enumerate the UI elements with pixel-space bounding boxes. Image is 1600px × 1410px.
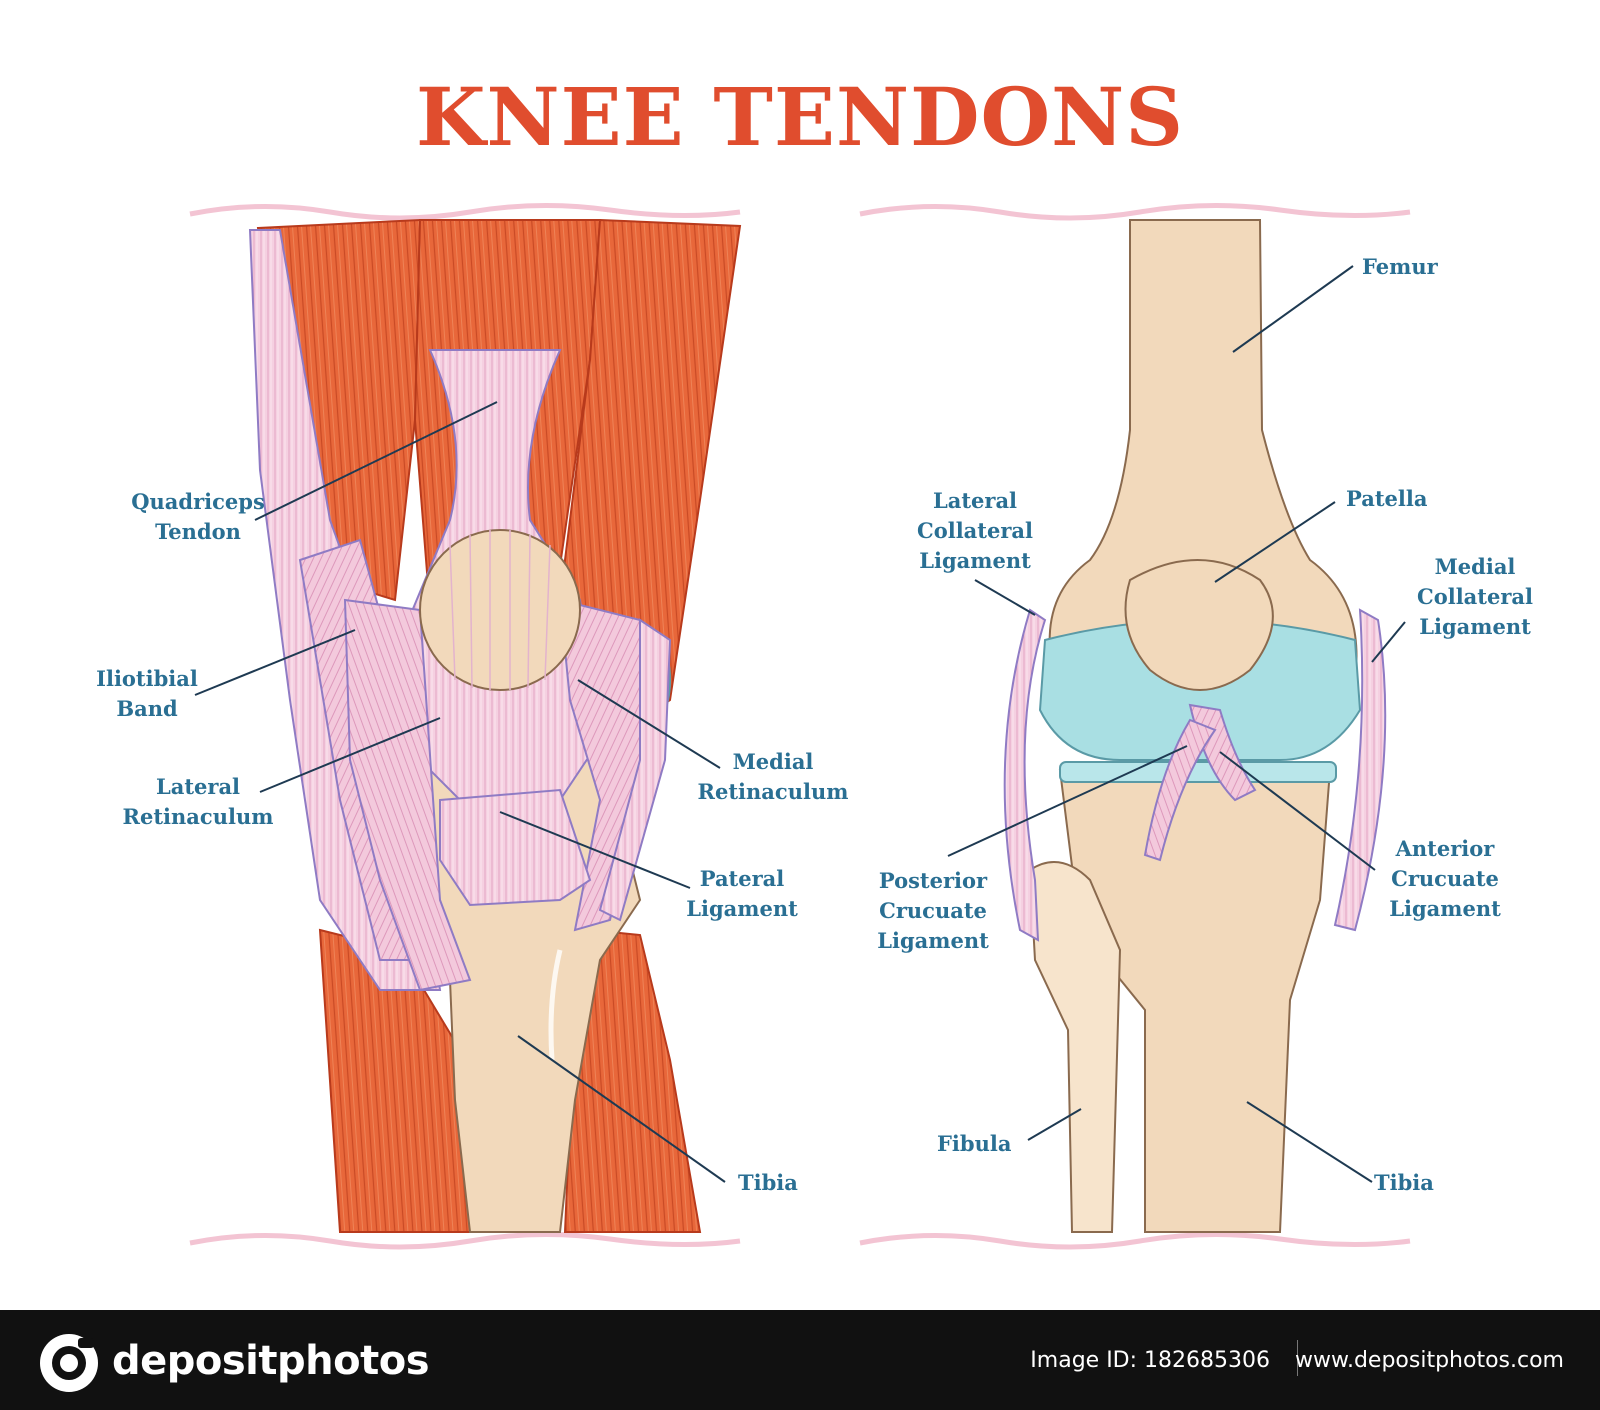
label-lateral-retinaculum: Lateral Retinaculum	[122, 774, 274, 829]
label-tibia-right: Tibia	[1374, 1170, 1434, 1195]
label-femur: Femur	[1362, 254, 1438, 279]
label-anterior-crucuate-ligament: Anterior Crucuate Ligament	[1389, 836, 1501, 921]
label-iliotibial-band: Iliotibial Band	[96, 666, 198, 721]
right-knee-bones	[1028, 219, 1358, 1233]
label-patella: Patella	[1346, 486, 1428, 511]
medial-collateral-ligament	[1333, 608, 1387, 932]
bottom-skin-line-right	[859, 1231, 1411, 1250]
left-patella	[419, 529, 581, 691]
label-tibia-left: Tibia	[738, 1170, 798, 1195]
label-medial-collateral-ligament: Medial Collateral Ligament	[1417, 554, 1533, 639]
label-posterior-crucuate-ligament: Posterior Crucuate Ligament	[877, 868, 989, 953]
site-url-link[interactable]: www.depositphotos.com	[1295, 1348, 1564, 1373]
meniscus	[1059, 761, 1337, 783]
posterior-crucuate-ligament	[1143, 718, 1217, 862]
footer-bar: depositphotos Image ID: 182685306 www.de…	[0, 1310, 1600, 1410]
lateral-collateral-ligament	[1003, 608, 1047, 942]
leader-lines	[194, 265, 1406, 1183]
label-quadriceps-tendon: Quadriceps Tendon	[131, 489, 265, 544]
label-medial-retinaculum: Medial Retinaculum	[697, 749, 849, 804]
label-pateral-ligament: Pateral Ligament	[686, 866, 798, 921]
diagram-canvas: KNEE TENDONS	[96, 70, 1533, 1250]
patellar-ligament	[439, 788, 592, 907]
top-skin-line-left	[189, 202, 741, 221]
fibula	[1028, 861, 1122, 1233]
right-patella	[1124, 559, 1274, 691]
label-lateral-collateral-ligament: Lateral Collateral Ligament	[917, 488, 1033, 573]
image-id: Image ID: 182685306	[1030, 1348, 1270, 1373]
brand-name[interactable]: depositphotos	[112, 1338, 430, 1384]
lateral-retinaculum-band	[343, 598, 472, 992]
bottom-skin-line-left	[189, 1231, 741, 1250]
footer-divider	[1297, 1340, 1298, 1376]
top-skin-line-right	[859, 202, 1411, 221]
diagram-title: KNEE TENDONS	[415, 70, 1185, 164]
depositphotos-logo-icon[interactable]	[38, 1332, 100, 1394]
label-fibula: Fibula	[937, 1131, 1012, 1156]
right-knee-ligaments	[1003, 608, 1387, 942]
knee-illustration	[189, 202, 1411, 1250]
medial-band	[598, 618, 672, 922]
